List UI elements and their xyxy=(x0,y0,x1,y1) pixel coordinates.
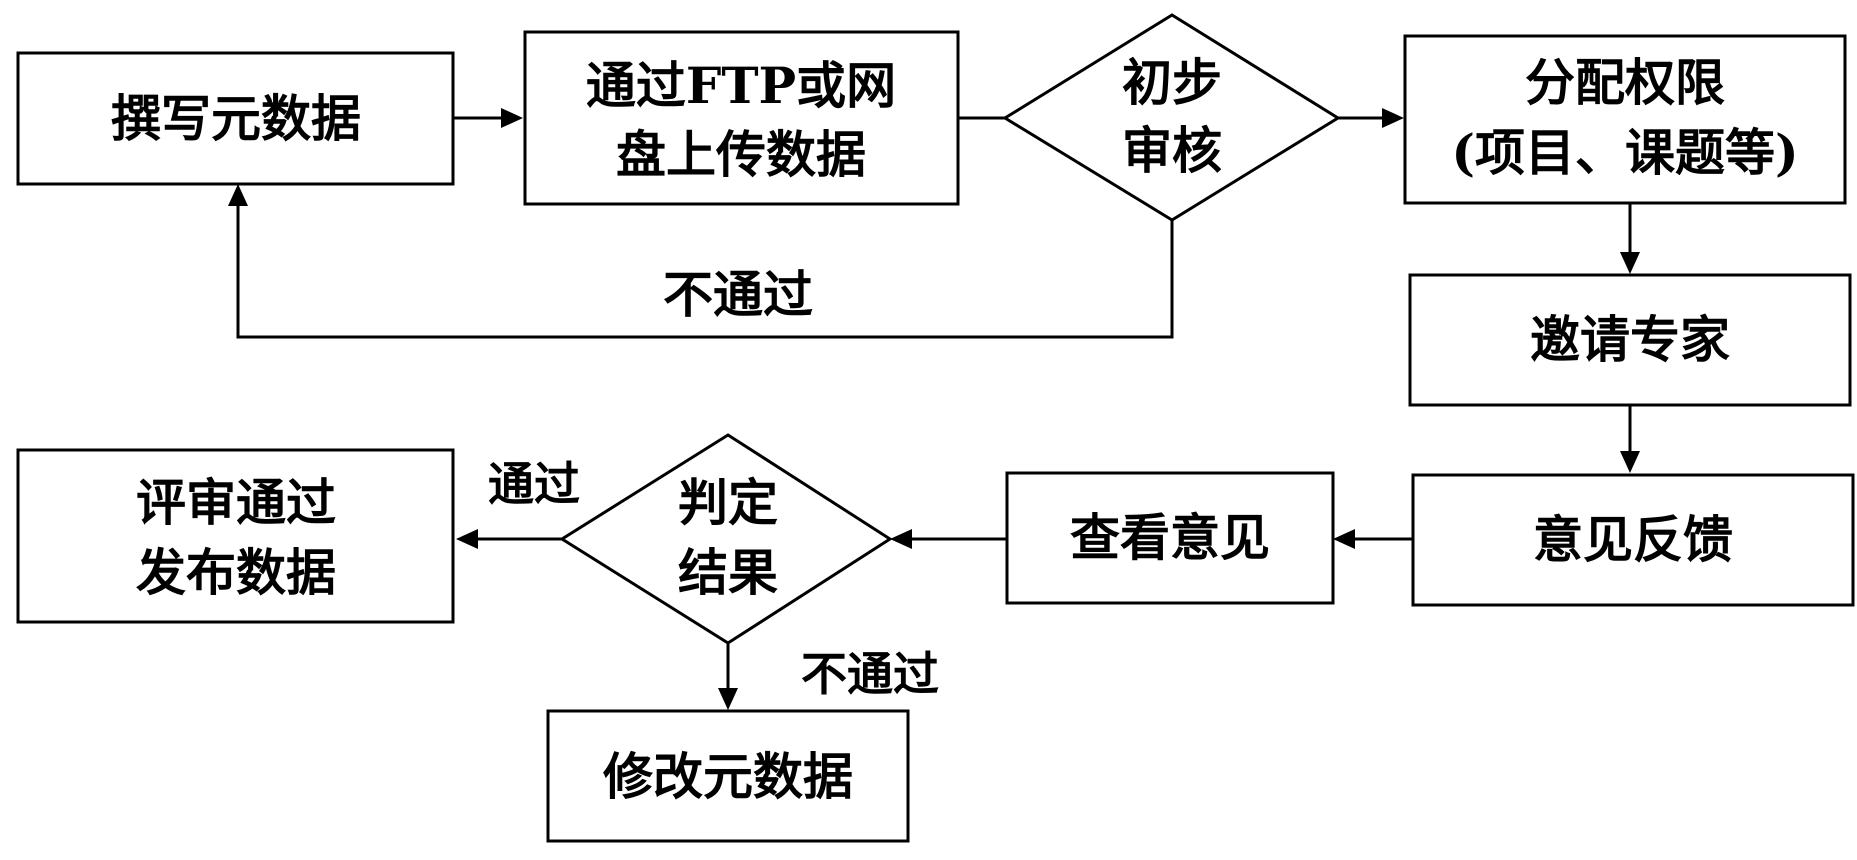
node-view-opinions: 查看意见 xyxy=(1005,471,1335,605)
node-assign-permissions: 分配权限 (项目、课题等) xyxy=(1403,34,1847,205)
node-upload-label-1: 通过FTP或网 xyxy=(586,56,896,115)
node-modify-metadata-label: 修改元数据 xyxy=(603,747,853,806)
edge-label-pass-judge: 通过 xyxy=(488,457,580,511)
node-initial-review-label-2: 审核 xyxy=(1122,121,1222,180)
node-publish: 评审通过 发布数据 xyxy=(16,448,455,624)
node-judge-result-label-2: 结果 xyxy=(678,543,778,602)
edge-assign-to-invite xyxy=(1620,203,1640,274)
edge-invite-to-feedback xyxy=(1620,405,1640,473)
node-feedback: 意见反馈 xyxy=(1411,473,1855,607)
edge-feedback-to-view xyxy=(1333,529,1413,549)
node-publish-label-2: 发布数据 xyxy=(136,543,336,602)
node-write-metadata: 撰写元数据 xyxy=(16,51,455,186)
node-upload: 通过FTP或网 盘上传数据 xyxy=(523,30,960,206)
node-invite-experts-label: 邀请专家 xyxy=(1530,310,1730,369)
node-assign-permissions-label-1: 分配权限 xyxy=(1525,53,1725,112)
edge-judge-pass xyxy=(456,529,562,549)
node-feedback-label: 意见反馈 xyxy=(1533,510,1733,569)
node-judge-result-label-1: 判定 xyxy=(678,473,778,532)
node-view-opinions-label: 查看意见 xyxy=(1070,508,1270,567)
edge-review-fail-loop xyxy=(228,184,1174,339)
node-initial-review: 初步 审核 xyxy=(1002,13,1341,222)
edge-label-fail-initial: 不通过 xyxy=(663,265,813,324)
node-invite-experts: 邀请专家 xyxy=(1408,273,1852,407)
edge-review-to-assign xyxy=(1338,108,1404,128)
node-assign-permissions-label-2: (项目、课题等) xyxy=(1451,123,1798,182)
node-upload-label-2: 盘上传数据 xyxy=(616,125,866,184)
node-judge-result: 判定 结果 xyxy=(559,433,893,645)
node-initial-review-label-1: 初步 xyxy=(1122,53,1222,112)
edge-write-to-upload xyxy=(453,108,523,128)
edge-label-fail-judge: 不通过 xyxy=(801,647,939,701)
node-modify-metadata: 修改元数据 xyxy=(546,709,910,843)
node-publish-label-1: 评审通过 xyxy=(136,473,336,532)
node-write-metadata-label: 撰写元数据 xyxy=(111,89,361,148)
edge-view-to-judge xyxy=(890,529,1007,549)
edge-judge-fail xyxy=(718,643,738,710)
